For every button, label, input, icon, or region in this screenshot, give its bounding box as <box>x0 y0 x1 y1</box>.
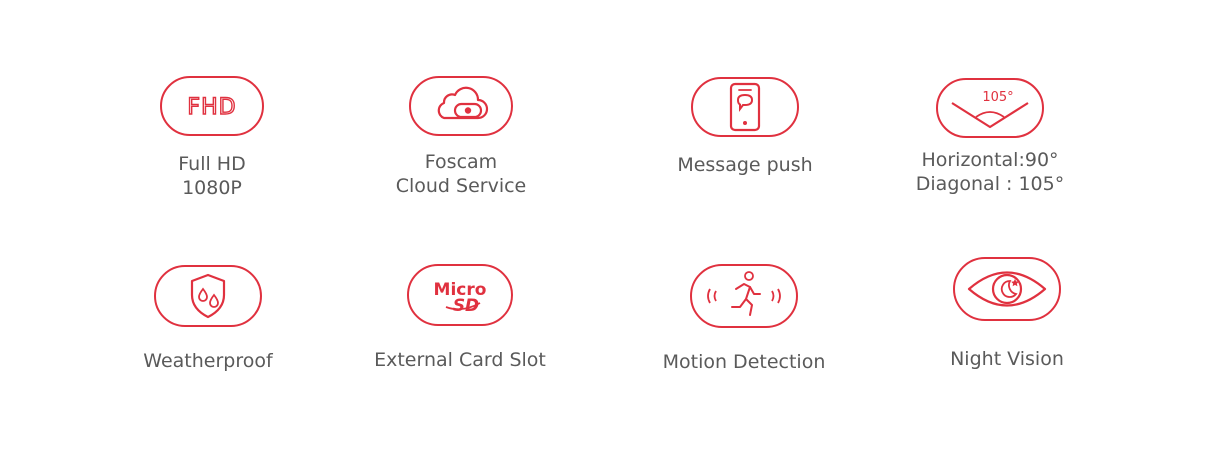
feature-weatherproof: Weatherproof <box>88 265 328 373</box>
feature-motion-detection: Motion Detection <box>624 264 864 374</box>
feature-label-line1: Message push <box>677 154 813 176</box>
weather-pill <box>154 265 262 327</box>
cloud-record-icon <box>437 86 489 120</box>
view-angle-icon: 105° <box>951 90 1029 129</box>
svg-text:105°: 105° <box>982 90 1013 105</box>
feature-label-line1: External Card Slot <box>374 349 546 371</box>
feature-label-line1: Night Vision <box>950 348 1064 370</box>
feature-cloud-service: Foscam Cloud Service <box>341 76 581 198</box>
feature-label: Foscam Cloud Service <box>396 150 527 198</box>
eye-moon-icon <box>967 271 1047 307</box>
feature-label-line2: Cloud Service <box>395 175 527 197</box>
feature-card-slot: Micro SD External Card Slot <box>340 264 580 372</box>
svg-text:SD: SD <box>453 296 479 316</box>
feature-label-line1: Motion Detection <box>662 351 826 373</box>
angle-pill: 105° <box>936 78 1044 138</box>
svg-text:FHD: FHD <box>187 95 236 120</box>
feature-view-angle: 105° Horizontal:90° Diagonal : 105° <box>870 78 1110 196</box>
microsd-icon: Micro SD <box>434 280 487 316</box>
push-pill <box>691 77 799 137</box>
fhd-badge-icon: FHD <box>187 94 237 120</box>
feature-label: Weatherproof <box>143 349 272 373</box>
motion-pill <box>690 264 798 328</box>
feature-label: Horizontal:90° Diagonal : 105° <box>916 148 1064 196</box>
feature-label: Message push <box>677 153 812 177</box>
card-pill: Micro SD <box>407 264 513 326</box>
feature-label-line1: Weatherproof <box>143 350 273 372</box>
feature-label-line1: Foscam <box>424 151 498 173</box>
cloud-pill <box>409 76 513 136</box>
feature-night-vision: Night Vision <box>887 257 1127 371</box>
feature-full-hd: FHD Full HD 1080P <box>92 76 332 200</box>
feature-label: External Card Slot <box>374 348 546 372</box>
running-person-icon <box>707 271 781 316</box>
fhd-pill: FHD <box>160 76 264 136</box>
feature-label-line1: Full HD <box>178 153 246 175</box>
feature-label-line2: 1080P <box>182 177 242 199</box>
phone-message-icon <box>729 82 761 132</box>
svg-text:Micro: Micro <box>434 280 487 300</box>
feature-label: Night Vision <box>950 347 1064 371</box>
night-pill <box>953 257 1061 321</box>
feature-label-line1: Horizontal:90° <box>921 149 1059 171</box>
shield-droplet-icon <box>190 273 226 319</box>
feature-label: Full HD 1080P <box>178 152 245 200</box>
feature-label: Motion Detection <box>663 350 826 374</box>
feature-label-line2: Diagonal : 105° <box>915 173 1065 195</box>
feature-message-push: Message push <box>625 77 865 177</box>
